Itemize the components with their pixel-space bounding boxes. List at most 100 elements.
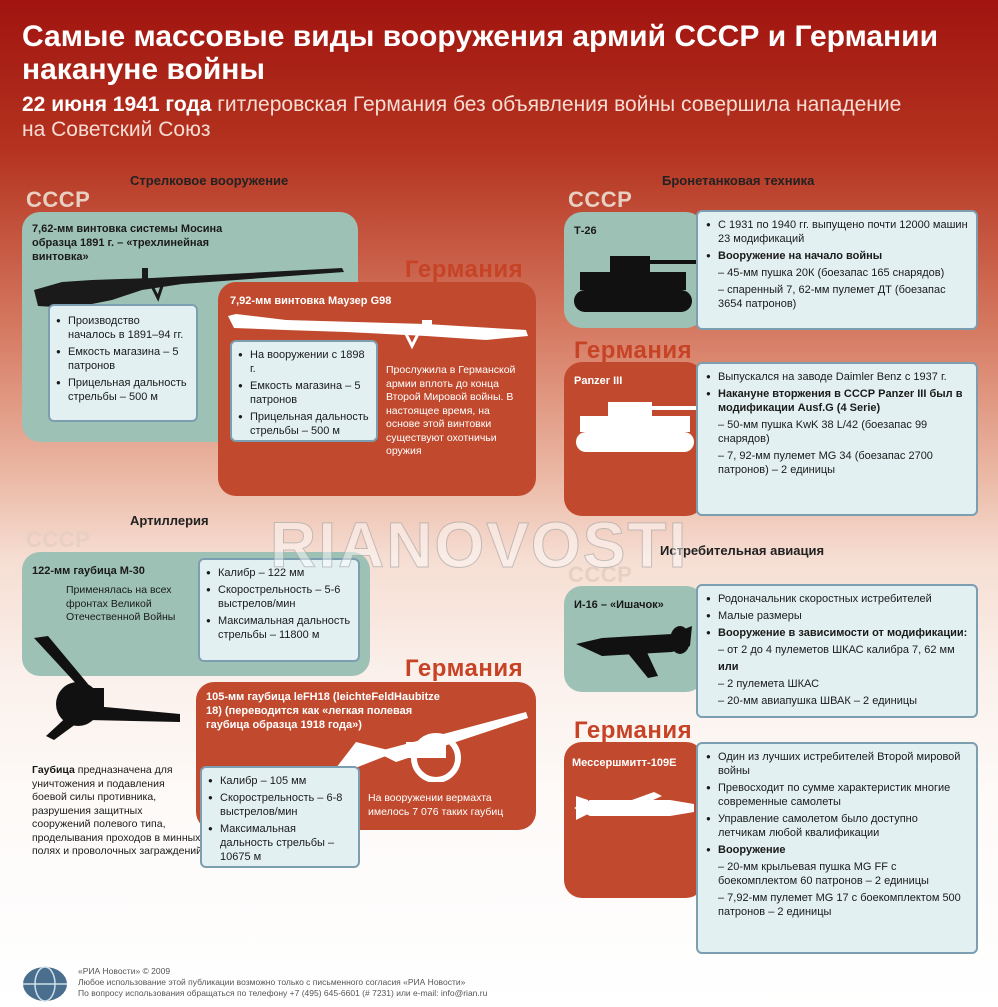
list-item: Один из лучших истребителей Второй миров… — [706, 750, 968, 778]
country-label-ussr: СССР — [568, 187, 633, 212]
list-item: Вооружение — [706, 843, 968, 857]
art-ussr-title: 122-мм гаубица М-30 — [32, 565, 145, 577]
list-item: Накануне вторжения в СССР Panzer III был… — [706, 387, 968, 415]
footer-contact: По вопросу использования обращаться по т… — [78, 988, 488, 998]
watermark: RIANOVOSTI — [269, 509, 689, 582]
list-item: Вооружение в зависимости от модификации: — [706, 626, 968, 640]
rifle-ussr-card: 7,62-мм винтовка системы Мосина образца … — [22, 212, 358, 442]
tank-ussr-card: Т-26 — [564, 212, 704, 328]
plane-de-card: Мессершмитт-109E — [564, 742, 704, 898]
m30-howitzer-icon — [34, 636, 180, 740]
country-label-germany: Германия — [405, 256, 524, 283]
country-label-ussr: СССР — [26, 527, 91, 552]
art-de-list: Калибр – 105 мм Скорострельность – 6-8 в… — [208, 774, 352, 864]
list-item: Управление самолетом было доступно летчи… — [706, 812, 968, 840]
list-item: Максимальная дальность стрельбы – 11800 … — [206, 614, 352, 642]
footer: «РИА Новости» © 2009 Любое использование… — [78, 966, 718, 999]
section-artillery: Артиллерия — [130, 513, 209, 528]
country-label-germany: Германия — [574, 717, 693, 744]
list-item: Емкость магазина – 5 патронов — [56, 345, 190, 373]
list-item: – 2 пулемета ШКАС — [718, 678, 820, 690]
plane-ussr-card: И-16 – «Ишачок» — [564, 586, 704, 692]
rifle-de-list: На вооружении с 1898 г. Емкость магазина… — [238, 348, 370, 438]
list-item: Превосходит по сумме характеристик многи… — [706, 781, 968, 809]
tank-de-list: Выпускался на заводе Daimler Benz с 1937… — [706, 370, 968, 477]
art-de-note: На вооружении вермахта имелось 7 076 так… — [368, 792, 504, 818]
bf109-plane-icon — [574, 792, 694, 820]
mosin-rifle-icon — [34, 268, 344, 308]
mauser-rifle-icon — [228, 314, 528, 350]
list-item: Выпускался на заводе Daimler Benz с 1937… — [706, 370, 968, 384]
list-item: – спаренный 7, 62-мм пулемет ДТ (боезапа… — [718, 284, 946, 310]
tank-ussr-info: С 1931 по 1940 гг. выпущено почти 12000 … — [696, 210, 978, 330]
plane-ussr-info: Родоначальник скоростных истребителейМал… — [696, 584, 978, 718]
rifle-ussr-list: Производство началось в 1891–94 гг. Емко… — [56, 314, 190, 404]
list-item: – 7,92-мм пулемет MG 17 с боекомплектом … — [718, 892, 961, 918]
section-aviation: Истребительная авиация — [660, 543, 825, 558]
tank-ussr-name: Т-26 — [574, 225, 597, 237]
lefh18-howitzer-icon — [336, 712, 528, 782]
list-item: С 1931 по 1940 гг. выпущено почти 12000 … — [706, 218, 968, 246]
rifle-de-title: 7,92-мм винтовка Маузер G98 — [230, 295, 392, 307]
art-de-info: Калибр – 105 мм Скорострельность – 6-8 в… — [200, 766, 360, 868]
rifle-de-info: На вооружении с 1898 г. Емкость магазина… — [230, 340, 378, 442]
list-item: – 50-мм пушка KwK 38 L/42 (боезапас 99 с… — [718, 419, 928, 445]
country-label-ussr: СССР — [26, 187, 91, 212]
i16-plane-icon — [576, 626, 692, 678]
list-item: Прицельная дальность стрельбы – 500 м — [56, 376, 190, 404]
tank-de-name: Panzer III — [574, 375, 623, 387]
art-de-title: 105-мм гаубица leFH18 (leichteFeldHaubit… — [206, 691, 440, 731]
art-ussr-list: Калибр – 122 мм Скорострельность – 5-6 в… — [206, 566, 352, 642]
howitzer-text: предназначена для уничтожения и подавлен… — [32, 764, 203, 857]
footer-rights: Любое использование этой публикации возм… — [78, 977, 466, 987]
footer-copyright: «РИА Новости» © 2009 — [78, 966, 171, 976]
list-item: Емкость магазина – 5 патронов — [238, 379, 370, 407]
rifle-de-note: Прослужила в Германской армии вплоть до … — [386, 364, 516, 457]
country-label-germany: Германия — [405, 655, 524, 682]
rifle-de-card: 7,92-мм винтовка Маузер G98 На вооружени… — [218, 282, 536, 496]
plane-de-name: Мессершмитт-109E — [572, 757, 677, 769]
list-item: Прицельная дальность стрельбы – 500 м — [238, 410, 370, 438]
art-ussr-note: Применялась на всех фронтах Великой Отеч… — [66, 584, 176, 623]
list-item: или — [718, 661, 739, 673]
section-rifle: Стрелковое вооружение — [130, 173, 289, 188]
list-item: – 45-мм пушка 20К (боезапас 165 снарядов… — [718, 267, 945, 279]
list-item: – 7, 92-мм пулемет MG 34 (боезапас 2700 … — [718, 450, 933, 476]
plane-de-list: Один из лучших истребителей Второй миров… — [706, 750, 968, 919]
t26-tank-icon — [574, 256, 696, 312]
list-item: Родоначальник скоростных истребителей — [706, 592, 968, 606]
list-item: – от 2 до 4 пулеметов ШКАС калибра 7, 62… — [718, 644, 955, 656]
list-item: Производство началось в 1891–94 гг. — [56, 314, 190, 342]
list-item: Скорострельность – 5-6 выстрелов/мин — [206, 583, 352, 611]
plane-ussr-list: Родоначальник скоростных истребителейМал… — [706, 592, 968, 708]
page-subtitle: 22 июня 1941 года гитлеровская Германия … — [22, 92, 922, 142]
rifle-ussr-info: Производство началось в 1891–94 гг. Емко… — [48, 304, 198, 422]
country-label-ussr: СССР — [568, 562, 633, 587]
list-item: Калибр – 105 мм — [208, 774, 352, 788]
art-ussr-card: 122-мм гаубица М-30 Применялась на всех … — [22, 552, 370, 676]
art-ussr-info: Калибр – 122 мм Скорострельность – 5-6 в… — [198, 558, 360, 662]
date-highlight: 22 июня 1941 года — [22, 93, 212, 116]
rifle-ussr-title: 7,62-мм винтовка системы Мосина образца … — [32, 223, 223, 263]
plane-de-info: Один из лучших истребителей Второй миров… — [696, 742, 978, 954]
list-item: На вооружении с 1898 г. — [238, 348, 370, 376]
list-item: Скорострельность – 6-8 выстрелов/мин — [208, 791, 352, 819]
plane-ussr-name: И-16 – «Ишачок» — [574, 599, 664, 611]
tank-ussr-list: С 1931 по 1940 гг. выпущено почти 12000 … — [706, 218, 968, 311]
list-item: – 20-мм авиапушка ШВАК – 2 единицы — [718, 695, 918, 707]
howitzer-term: Гаубица — [32, 764, 75, 776]
list-item: Калибр – 122 мм — [206, 566, 352, 580]
list-item: Малые размеры — [706, 609, 968, 623]
ria-globe-logo-icon — [23, 966, 67, 1002]
list-item: Вооружение на начало войны — [706, 249, 968, 263]
subtitle-text: гитлеровская Германия без объявления вой… — [22, 93, 902, 141]
panzer3-tank-icon — [576, 402, 696, 452]
section-armor: Бронетанковая техника — [662, 173, 815, 188]
howitzer-definition: Гаубица предназначена для уничтожения и … — [32, 764, 202, 859]
page-title: Самые массовые виды вооружения армий ССС… — [22, 20, 939, 86]
list-item: Максимальная дальность стрельбы – 10675 … — [208, 822, 352, 864]
tank-de-card: Panzer III — [564, 362, 704, 516]
tank-de-info: Выпускался на заводе Daimler Benz с 1937… — [696, 362, 978, 516]
list-item: – 20-мм крыльевая пушка MG FF с боекомпл… — [718, 861, 929, 887]
country-label-germany: Германия — [574, 337, 693, 364]
